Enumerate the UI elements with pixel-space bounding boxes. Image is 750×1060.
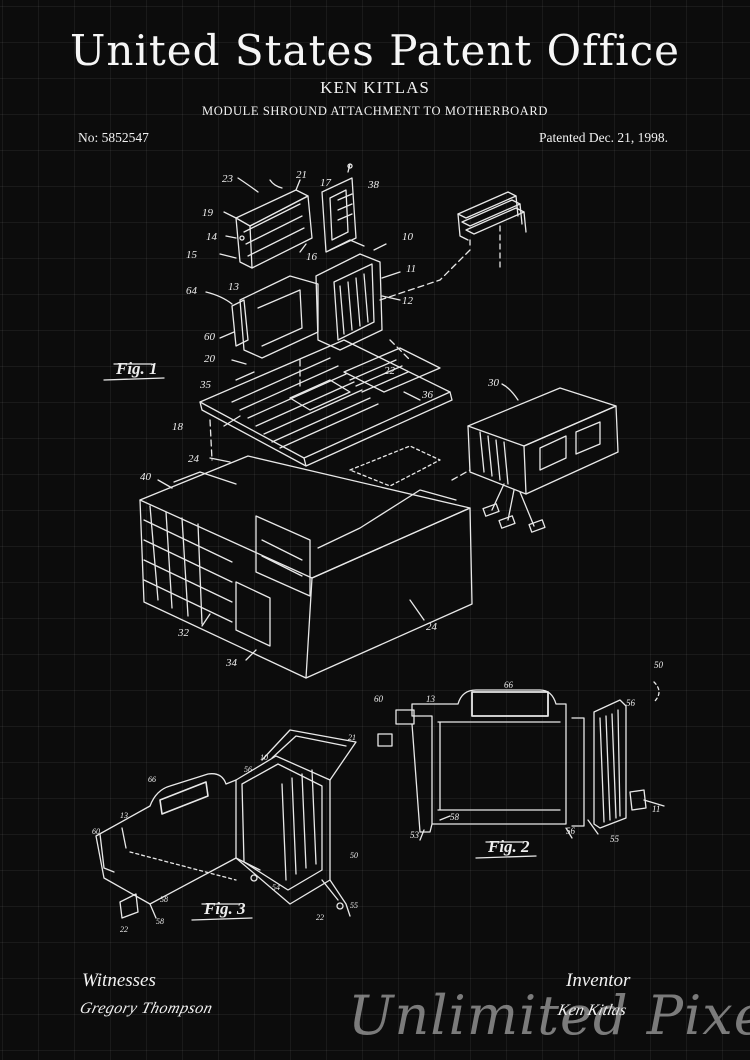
ref-label: 21: [348, 733, 356, 742]
ref-label: 13: [426, 694, 436, 704]
page-title: United States Patent Office: [70, 26, 680, 75]
ref-label: 32: [177, 627, 190, 639]
motherboard: [199, 339, 453, 467]
witness-signature: Gregory Thompson: [78, 1000, 215, 1017]
ref-label: 30: [487, 377, 500, 389]
watermark: Unlimited Pixel: [348, 984, 750, 1047]
figure-3-caption: Fig. 3: [203, 899, 246, 918]
patent-number: No: 5852547: [78, 130, 149, 145]
inventor-name: KEN KITLAS: [320, 78, 430, 97]
figure-2-side-view: 50 60 13 66 56 53 58 56 55 11 Fig. 2: [374, 660, 665, 859]
ref-label: 13: [228, 281, 240, 293]
ref-label: 11: [652, 804, 660, 814]
ref-label: 20: [204, 353, 216, 365]
ref-label: 23: [222, 173, 234, 185]
figure-1-exploded-view: 23 21 17 38 19 14 15 16 10 11 12 64 13 6…: [103, 163, 619, 679]
ref-label: 56: [566, 826, 576, 836]
ref-label: 13: [120, 811, 128, 820]
ref-label: 11: [406, 263, 416, 275]
ref-label: 54: [272, 883, 280, 892]
adapter-card: [321, 163, 357, 253]
ref-label: 22: [120, 925, 128, 934]
ref-label: 55: [610, 834, 620, 844]
ref-label: 40: [140, 471, 152, 483]
ref-label: 24: [426, 621, 438, 633]
patent-subtitle: MODULE SHROUND ATTACHMENT TO MOTHERBOARD: [202, 104, 548, 118]
ref-label: 22: [316, 913, 324, 922]
memory-modules: [457, 191, 527, 271]
ref-label: 66: [504, 680, 514, 690]
ref-label: 10: [402, 231, 414, 243]
inventor-heading: Inventor: [566, 970, 631, 991]
ref-label: 12: [402, 295, 414, 307]
patent-date: Patented Dec. 21, 1998.: [539, 130, 668, 145]
ref-label: 17: [320, 177, 332, 189]
ref-label: 56: [626, 698, 636, 708]
ref-label: 18: [172, 421, 184, 433]
power-supply: [467, 387, 619, 533]
ref-label: 15: [186, 249, 198, 261]
ref-label: 50: [654, 660, 664, 670]
ref-label: 19: [202, 207, 214, 219]
figure-2-caption: Fig. 2: [487, 837, 530, 856]
ref-label: 56: [244, 765, 252, 774]
ref-label: 16: [306, 251, 318, 263]
chassis: [139, 445, 473, 679]
ref-label: 55: [350, 901, 358, 910]
ref-label: 14: [206, 231, 218, 243]
witnesses-heading: Witnesses: [82, 970, 156, 991]
ref-label: 60: [92, 827, 100, 836]
ref-label: 21: [296, 169, 307, 181]
ref-label: 58: [156, 917, 164, 926]
figure-1-caption: Fig. 1: [115, 359, 158, 378]
ref-label: 53: [410, 830, 420, 840]
ref-label: 24: [188, 453, 200, 465]
ref-label: 50: [350, 851, 358, 860]
ref-label: 10: [260, 753, 268, 762]
ref-label: 60: [374, 694, 384, 704]
bracket: [231, 275, 319, 359]
drive-module: [235, 189, 313, 269]
module-shroud: [315, 239, 383, 351]
figure-3-perspective-view: 21 10 66 56 13 60 50 58 22 58 54 22 55 F…: [92, 729, 358, 934]
ref-label: 58: [160, 895, 168, 904]
ref-label: 60: [204, 331, 216, 343]
ref-label: 22: [384, 365, 396, 377]
ref-label: 36: [421, 389, 434, 401]
ref-label: 34: [225, 657, 238, 669]
ref-label: 58: [450, 812, 460, 822]
ref-label: 38: [367, 179, 380, 191]
ref-label: 66: [148, 775, 156, 784]
ref-label: 64: [186, 285, 198, 297]
ref-label: 35: [199, 379, 212, 391]
